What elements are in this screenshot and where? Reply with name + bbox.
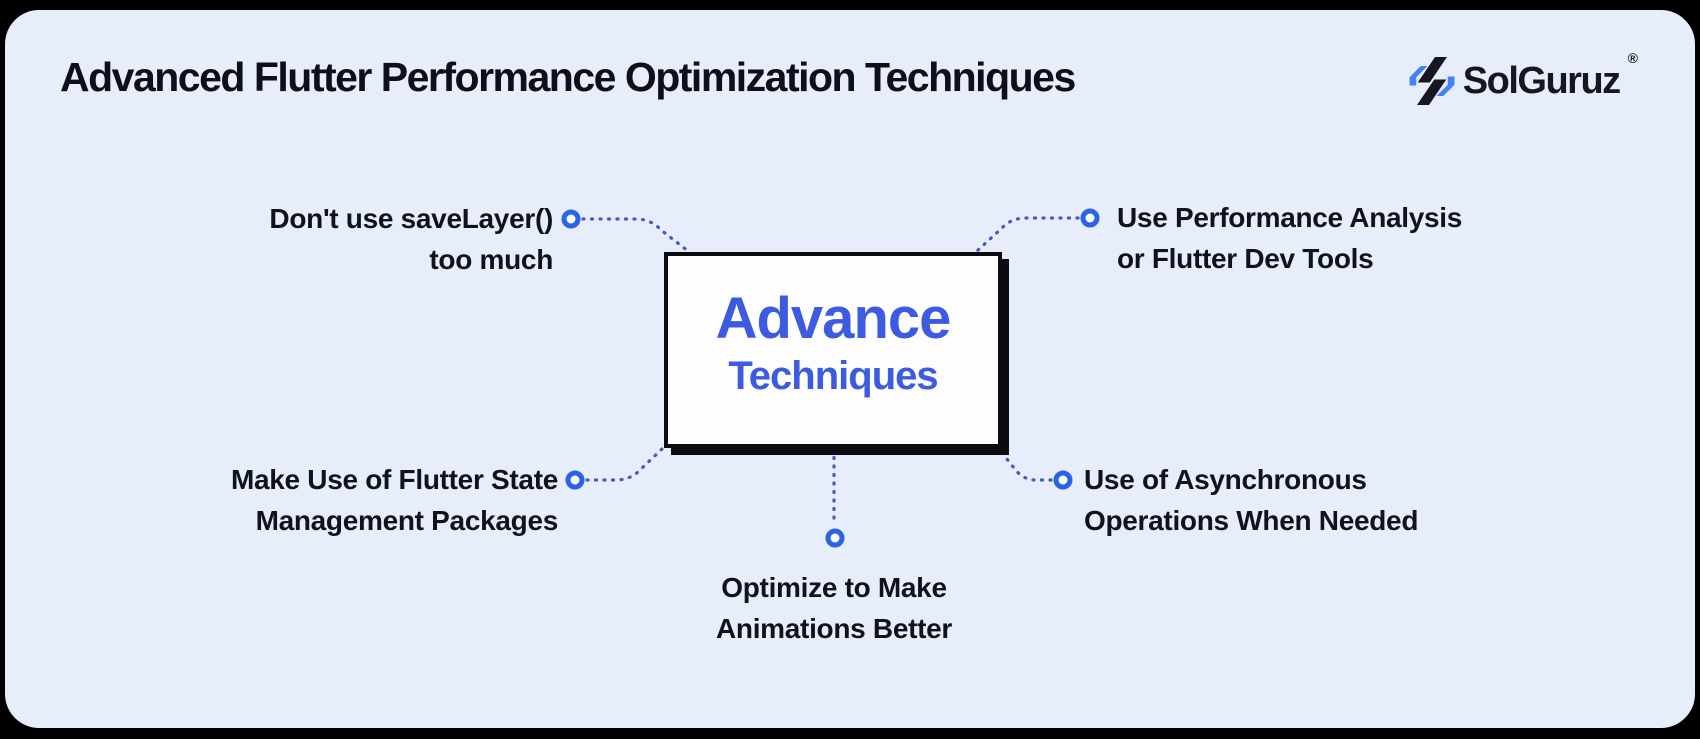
node-label-top-left: Don't use saveLayer() too much <box>269 198 553 280</box>
node-label-line: too much <box>429 244 553 275</box>
node-label-line: Don't use saveLayer() <box>269 203 553 234</box>
registered-trademark-symbol: ® <box>1627 50 1638 66</box>
node-label-bottom-left: Make Use of Flutter State Management Pac… <box>231 459 558 541</box>
node-label-line: Make Use of Flutter State <box>230 464 558 495</box>
solguruz-logo: SolGuruz ® <box>1408 48 1638 114</box>
central-node-title: Advance <box>715 286 952 351</box>
central-node-subtitle: Techniques <box>728 354 938 398</box>
page-title: Advanced Flutter Performance Optimizatio… <box>60 54 1076 100</box>
solguruz-logo-text: SolGuruz <box>1462 59 1621 102</box>
node-label-bottom-right: Use of Asynchronous Operations When Need… <box>1084 459 1418 541</box>
node-label-line: or Flutter Dev Tools <box>1117 243 1374 274</box>
node-label-line: Operations When Needed <box>1084 505 1419 536</box>
node-label-line: Use of Asynchronous <box>1084 464 1367 495</box>
central-node-box: Advance Techniques <box>664 252 1002 448</box>
node-label-line: Optimize to Make <box>721 572 947 603</box>
node-label-line: Use Performance Analysis <box>1117 202 1463 233</box>
node-label-bottom-center: Optimize to Make Animations Better <box>716 567 952 649</box>
node-label-line: Animations Better <box>715 613 953 644</box>
node-label-line: Management Packages <box>255 505 559 536</box>
node-label-top-right: Use Performance Analysis or Flutter Dev … <box>1117 197 1462 279</box>
solguruz-bolt-icon <box>1409 57 1455 105</box>
